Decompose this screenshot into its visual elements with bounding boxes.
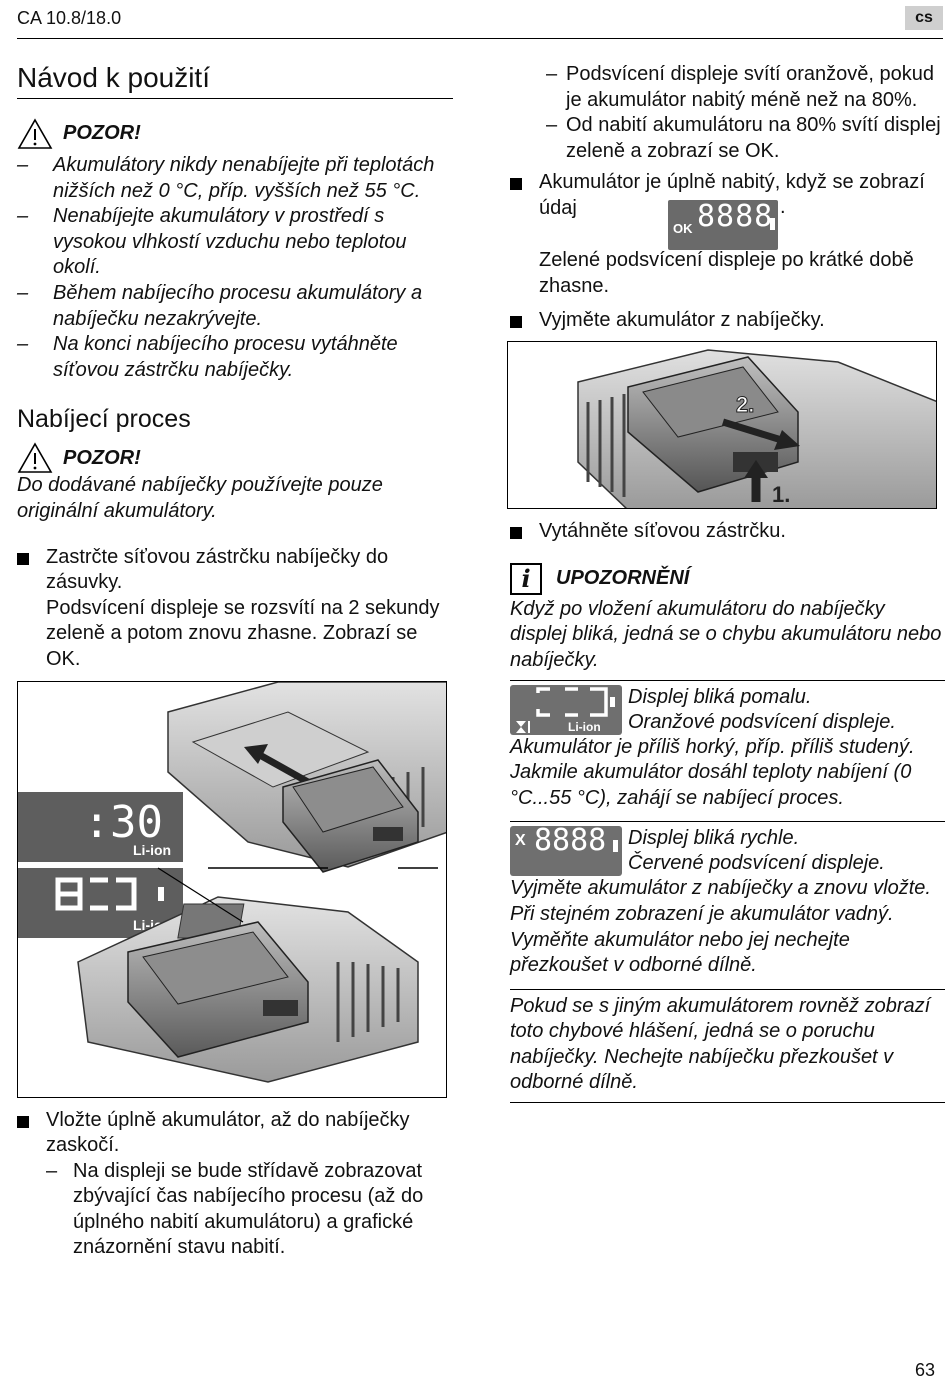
warning-triangle-icon <box>17 442 53 474</box>
notice-heading: i UPOZORNĚNÍ <box>510 561 945 597</box>
lcd-error-digits: 8888 <box>534 823 607 859</box>
warning-item: Nenabíjejte akumulátory v prostředí s vy… <box>17 204 453 281</box>
warning-item: Během nabíjecího procesu akumulátory a n… <box>17 281 453 332</box>
notice-label: UPOZORNĚNÍ <box>556 566 690 589</box>
warning-heading: POZOR! <box>17 118 453 149</box>
step-fully-charged-note: Zelené podsvícení displeje po krátké dob… <box>539 249 914 297</box>
figure-remove-battery: 1. 2. <box>507 341 937 510</box>
warning-heading: POZOR! <box>17 442 453 474</box>
step-insert-battery-sub: Na displeji se bude střídavě zobrazovat … <box>17 1159 453 1261</box>
case1-line2: Oranžové podsvícení displeje. <box>628 710 896 733</box>
warning-text: Do dodávané nabíječky používejte pouze o… <box>17 474 383 522</box>
case2-line1: Displej bliká rychle. <box>628 827 800 850</box>
figure-label-2: 2. <box>736 392 754 417</box>
figure-insert-battery: :30 Li-ion Li-ion <box>17 680 447 1098</box>
step-fully-charged-dot: . <box>780 196 786 219</box>
step-unplug: Vytáhněte síťovou zástrčku. <box>510 519 945 545</box>
backlight-green-note: –Od nabití akumulátoru na 80% svítí disp… <box>546 114 941 162</box>
info-icon: i <box>510 562 542 595</box>
error-case-slow-blink: Li-ion Displej bliká pomalu. Oranžové po… <box>510 684 945 735</box>
warning-item: Akumulátory nikdy nenabíjejte při teplot… <box>17 153 453 204</box>
divider <box>510 1102 945 1104</box>
warning-triangle-icon <box>17 118 53 149</box>
warning-item: Na konci nabíjecího procesu vytáhněte sí… <box>17 332 453 383</box>
figure-label-1: 1. <box>772 482 790 507</box>
step-plug-in: Zastrčte síťovou zástrčku nabíječky do z… <box>17 545 453 596</box>
case1-line1: Displej bliká pomalu. <box>628 685 812 708</box>
page-number: 63 <box>915 1360 936 1380</box>
ok-display-digits: 8888 <box>697 199 774 235</box>
step-fully-charged-text: Akumulátor je úplně nabitý, když se zobr… <box>539 171 925 219</box>
ok-display-ok: OK <box>673 221 693 237</box>
case2-line2: Červené podsvícení displeje. <box>628 852 885 875</box>
divider <box>510 679 945 681</box>
step-plug-in-note: Podsvícení displeje se rozsvítí na 2 sek… <box>46 596 440 670</box>
ok-display: OK 8888 <box>668 199 778 251</box>
header-divider <box>17 38 943 39</box>
display-top-value: :30 <box>84 797 163 848</box>
step-fully-charged: Akumulátor je úplně nabitý, když se zobr… <box>510 170 945 251</box>
final-note: Pokud se s jiným akumulátorem rovněž zob… <box>510 994 931 1094</box>
right-column: –Podsvícení displeje svítí oranžově, pok… <box>507 62 945 1107</box>
section-title-instructions: Návod k použití <box>17 60 453 99</box>
document-model-title: CA 10.8/18.0 <box>17 8 122 28</box>
case2-text: Vyjměte akumulátor z nabíječky a znovu v… <box>510 877 931 977</box>
warning-label: POZOR! <box>63 446 141 469</box>
notice-text: Když po vložení akumulátoru do nabíječky… <box>510 597 942 671</box>
charger-illustration: :30 Li-ion Li-ion <box>18 681 446 1083</box>
remove-battery-illustration: 1. 2. <box>577 349 936 509</box>
lcd-temperature-display: Li-ion <box>510 684 622 735</box>
section-title-charging: Nabíjecí proces <box>17 405 191 434</box>
left-column: Návod k použití POZOR! Akumulátory nikdy… <box>17 60 453 1261</box>
error-case-fast-blink: X 8888 Displej bliká rychle. Červené pod… <box>510 823 945 877</box>
divider <box>510 821 945 823</box>
case1-text: Akumulátor je příliš horký, příp. příliš… <box>510 735 915 809</box>
backlight-orange-note: –Podsvícení displeje svítí oranžově, pok… <box>546 63 934 111</box>
warning-label: POZOR! <box>63 122 141 145</box>
language-badge: cs <box>905 6 943 30</box>
step-insert-battery: Vložte úplně akumulátor, až do nabíječky… <box>17 1108 453 1159</box>
lcd-error-x: X <box>515 832 526 850</box>
lcd-label: Li-ion <box>568 720 601 734</box>
lcd-error-display: X 8888 <box>510 823 622 877</box>
divider <box>510 988 945 990</box>
display-top-label: Li-ion <box>133 842 171 858</box>
hourglass-thermometer-icon: Li-ion <box>516 686 615 734</box>
step-remove-battery: Vyjměte akumulátor z nabíječky. <box>510 308 945 334</box>
